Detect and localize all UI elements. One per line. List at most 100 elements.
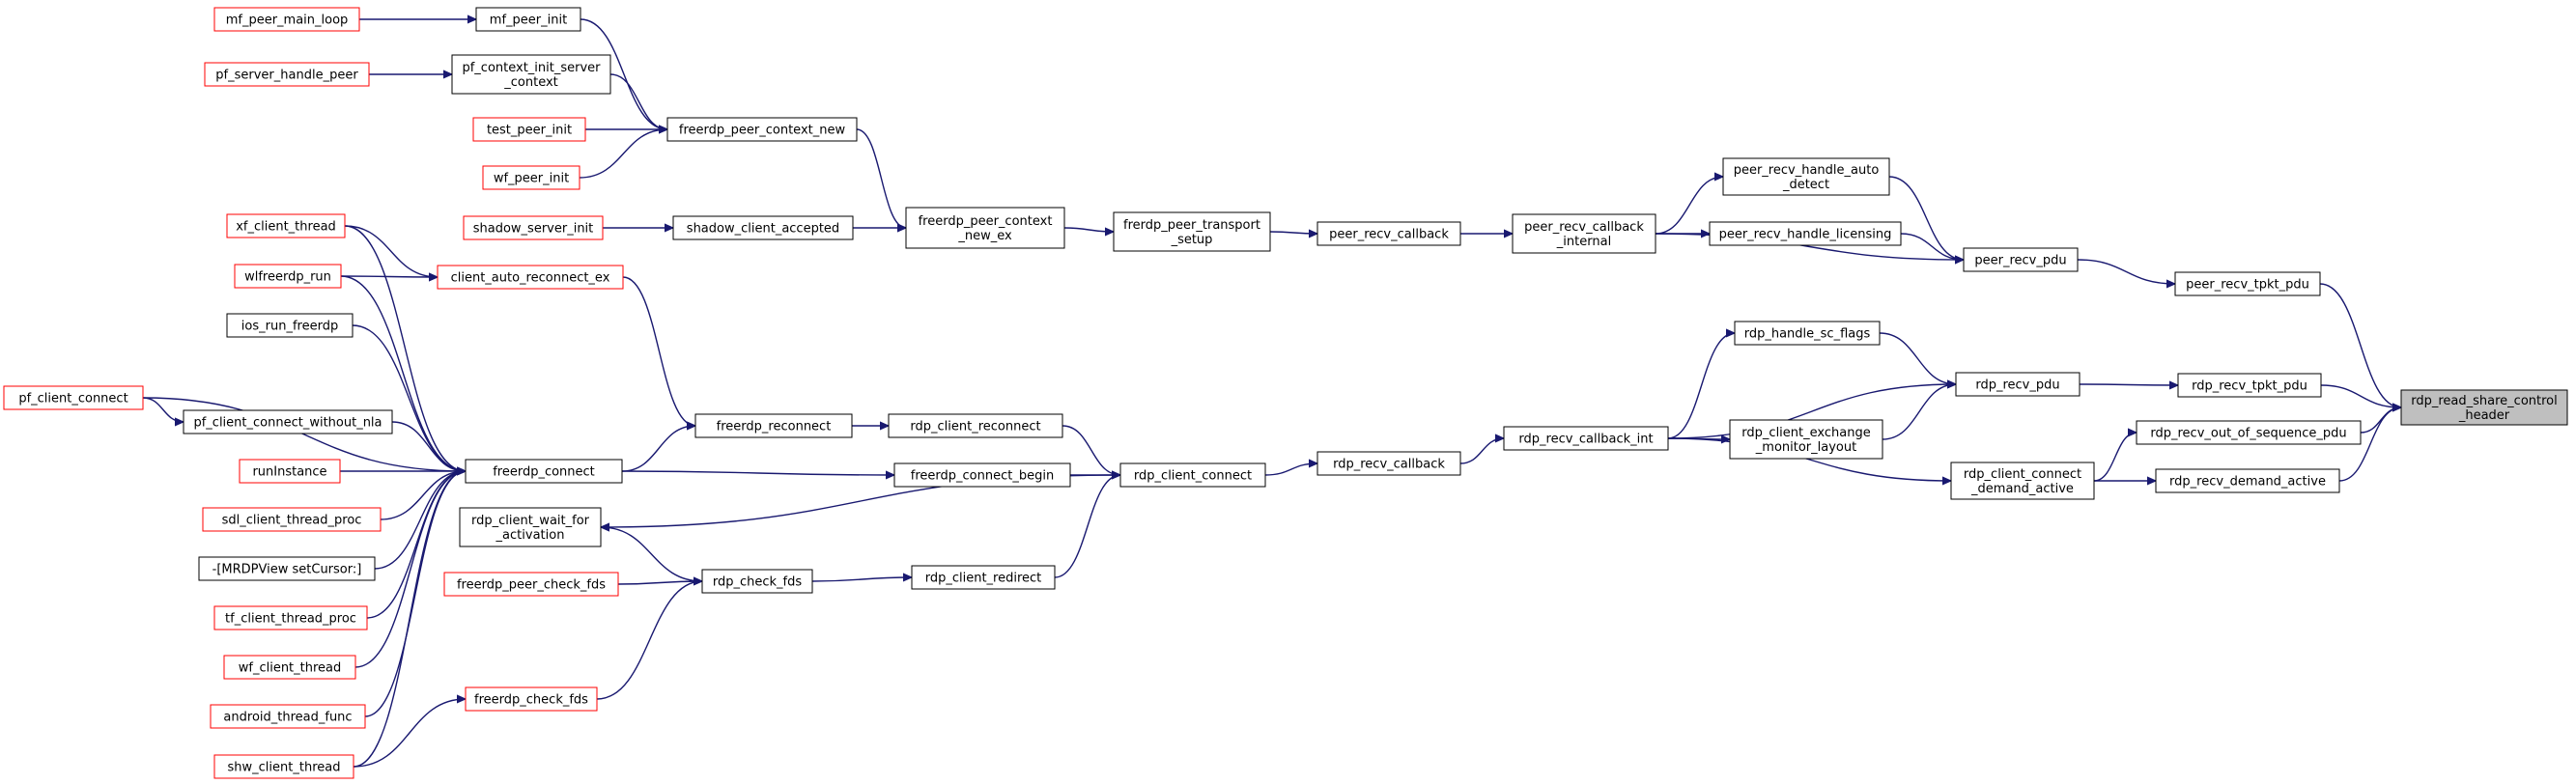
node-box xyxy=(672,215,854,240)
call-edge xyxy=(1900,233,1964,260)
node-label: freerdp_check_fds xyxy=(474,693,588,708)
graph-node-auto-detect[interactable]: peer_recv_handle_auto_detect xyxy=(1722,157,1890,196)
graph-node-recv-cb[interactable]: rdp_recv_callback xyxy=(1316,451,1461,476)
graph-node-peer-cb[interactable]: peer_recv_callback xyxy=(1316,221,1461,246)
node-label: rdp_client_exchange xyxy=(1741,426,1870,440)
graph-node-wait-act[interactable]: rdp_client_wait_for_activation xyxy=(459,507,602,547)
call-edge xyxy=(622,276,695,426)
node-label: freerdp_connect_begin xyxy=(911,469,1054,484)
graph-node-mf-loop[interactable]: mf_peer_main_loop xyxy=(213,7,360,32)
node-label: tf_client_thread_proc xyxy=(225,612,356,627)
graph-node-shadow-acc[interactable]: shadow_client_accepted xyxy=(672,215,854,240)
graph-node-tf[interactable]: tf_client_thread_proc xyxy=(213,605,368,630)
graph-node-pf-conn[interactable]: pf_client_connect xyxy=(3,385,144,410)
call-edge xyxy=(1063,228,1114,232)
graph-node-transport[interactable]: frerdp_peer_transport_setup xyxy=(1113,211,1271,252)
node-box xyxy=(213,605,368,630)
graph-node-xf[interactable]: xf_client_thread xyxy=(226,213,346,238)
node-label: test_peer_init xyxy=(487,124,572,138)
graph-node-connect[interactable]: freerdp_connect xyxy=(465,459,623,484)
graph-node-pf-nla[interactable]: pf_client_connect_without_nla xyxy=(183,409,393,434)
graph-node-pf-handle[interactable]: pf_server_handle_peer xyxy=(204,62,370,87)
graph-node-shadow-init[interactable]: shadow_server_init xyxy=(463,215,604,240)
node-label: pf_client_connect_without_nla xyxy=(193,416,382,431)
node-box xyxy=(210,704,366,729)
graph-node-client-connect[interactable]: rdp_client_connect xyxy=(1119,462,1266,488)
graph-node-oos[interactable]: rdp_recv_out_of_sequence_pdu xyxy=(2136,420,2362,445)
graph-node-exchange[interactable]: rdp_client_exchange_monitor_layout xyxy=(1729,419,1883,460)
call-edge xyxy=(1879,332,1956,384)
node-box xyxy=(888,413,1063,438)
graph-node-mrdp[interactable]: -[MRDPView setCursor:] xyxy=(198,556,376,581)
graph-node-wf-init[interactable]: wf_peer_init xyxy=(482,165,580,190)
node-label: peer_recv_handle_auto xyxy=(1734,163,1880,178)
node-box xyxy=(1734,321,1881,346)
node-label: mf_peer_main_loop xyxy=(226,14,349,28)
graph-node-fr-check[interactable]: freerdp_check_fds xyxy=(465,686,598,712)
graph-node-target[interactable]: rdp_read_share_control_header xyxy=(2400,389,2568,426)
node-box xyxy=(1729,419,1883,460)
node-label: rdp_recv_demand_active xyxy=(2169,475,2326,490)
node-box xyxy=(1722,157,1890,196)
node-label: freerdp_peer_context xyxy=(919,214,1053,229)
node-box xyxy=(1963,247,2079,272)
node-label: runInstance xyxy=(252,465,326,480)
graph-node-client-reconn[interactable]: rdp_client_reconnect xyxy=(888,413,1063,438)
graph-node-peer-tpkt[interactable]: peer_recv_tpkt_pdu xyxy=(2174,271,2321,296)
graph-node-rdp-pdu[interactable]: rdp_recv_pdu xyxy=(1955,372,2081,397)
graph-node-redirect[interactable]: rdp_client_redirect xyxy=(911,565,1056,590)
graph-node-shw[interactable]: shw_client_thread xyxy=(213,754,354,779)
graph-node-mf-init[interactable]: mf_peer_init xyxy=(475,7,581,32)
graph-node-sc-flags[interactable]: rdp_handle_sc_flags xyxy=(1734,321,1881,346)
node-label: peer_recv_callback xyxy=(1524,220,1644,235)
graph-node-cb-int[interactable]: rdp_recv_callback_int xyxy=(1503,426,1669,451)
graph-node-ctx-new-ex[interactable]: freerdp_peer_context_new_ex xyxy=(905,207,1065,249)
node-box xyxy=(2155,468,2340,493)
graph-node-cb-internal[interactable]: peer_recv_callback_internal xyxy=(1512,213,1656,254)
call-edge xyxy=(1269,232,1317,234)
graph-node-ios[interactable]: ios_run_freerdp xyxy=(226,313,354,338)
graph-node-ctx-new[interactable]: freerdp_peer_context_new xyxy=(666,117,858,142)
graph-node-wlf[interactable]: wlfreerdp_run xyxy=(234,264,342,289)
node-label: _monitor_layout xyxy=(1755,440,1856,455)
node-box xyxy=(482,165,580,190)
graph-node-pf-ctx-init[interactable]: pf_context_init_server_context xyxy=(451,54,611,95)
call-edge xyxy=(340,275,466,471)
graph-node-connect-begin[interactable]: freerdp_connect_begin xyxy=(893,462,1071,488)
node-label: freerdp_reconnect xyxy=(717,420,832,434)
graph-node-run[interactable]: runInstance xyxy=(239,459,341,484)
graph-node-peer-check[interactable]: freerdp_peer_check_fds xyxy=(443,572,619,597)
node-label: -[MRDPView setCursor:] xyxy=(212,563,362,577)
call-edge xyxy=(1882,384,1956,440)
call-edge xyxy=(1667,384,1956,439)
graph-node-android[interactable]: android_thread_func xyxy=(210,704,366,729)
call-edge xyxy=(1264,463,1317,476)
node-label: rdp_read_share_control xyxy=(2411,394,2558,408)
graph-node-reconnect[interactable]: freerdp_reconnect xyxy=(694,413,853,438)
graph-node-connect-demand[interactable]: rdp_client_connect_demand_active xyxy=(1950,462,2095,500)
call-edge xyxy=(142,397,466,471)
graph-node-sdl[interactable]: sdl_client_thread_proc xyxy=(202,507,382,532)
graph-node-check-fds[interactable]: rdp_check_fds xyxy=(701,569,813,594)
graph-node-auto-reconn[interactable]: client_auto_reconnect_ex xyxy=(437,265,624,290)
call-edge xyxy=(1667,333,1735,439)
node-label: rdp_recv_out_of_sequence_pdu xyxy=(2150,427,2346,441)
call-edge xyxy=(580,18,667,129)
graph-node-wf-thread[interactable]: wf_client_thread xyxy=(223,655,356,680)
graph-node-test-init[interactable]: test_peer_init xyxy=(472,117,586,142)
node-box xyxy=(1316,221,1461,246)
node-box xyxy=(694,413,853,438)
node-box xyxy=(701,569,813,594)
node-box xyxy=(465,686,598,712)
graph-node-licensing[interactable]: peer_recv_handle_licensing xyxy=(1709,221,1902,246)
call-edge xyxy=(340,276,438,277)
call-edge xyxy=(609,73,667,129)
graph-node-peer-pdu[interactable]: peer_recv_pdu xyxy=(1963,247,2079,272)
node-label: _new_ex xyxy=(957,229,1012,243)
node-label: peer_recv_callback xyxy=(1329,228,1449,242)
call-edge xyxy=(380,471,466,520)
graph-node-demand[interactable]: rdp_recv_demand_active xyxy=(2155,468,2340,493)
graph-node-rdp-tpkt[interactable]: rdp_recv_tpkt_pdu xyxy=(2177,373,2322,398)
node-box xyxy=(893,462,1071,488)
